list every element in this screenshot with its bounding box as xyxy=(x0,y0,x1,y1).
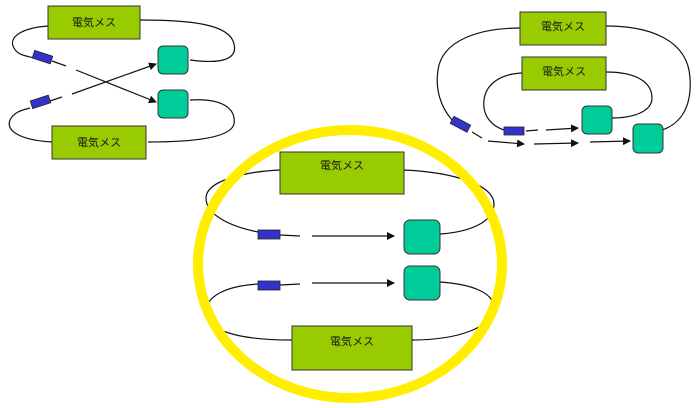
crossed-cables-configuration: 電気メス 電気メス xyxy=(8,5,236,160)
esu-box xyxy=(521,56,607,91)
cable-to-pad-arrow xyxy=(533,139,579,148)
cable xyxy=(49,96,63,102)
probe-icon xyxy=(31,49,54,65)
cable xyxy=(11,25,49,59)
cable xyxy=(436,27,521,123)
esu-label: 電気メス xyxy=(541,19,585,33)
cable xyxy=(205,169,281,233)
pad-icon xyxy=(581,105,613,135)
cable xyxy=(279,234,301,237)
esu-box xyxy=(291,325,413,371)
esu-box xyxy=(519,11,607,46)
esu-box xyxy=(279,151,405,195)
cable-to-pad-arrow xyxy=(487,139,525,148)
cable-to-pad-arrow xyxy=(589,137,631,146)
cable xyxy=(403,169,495,235)
cable-to-pad-arrow xyxy=(545,124,579,133)
cable xyxy=(8,107,53,143)
cable xyxy=(51,60,67,67)
highlight-ring xyxy=(193,125,507,403)
esu-box xyxy=(47,5,141,40)
probe-icon xyxy=(449,115,472,133)
probe-icon xyxy=(257,229,281,240)
cable xyxy=(525,129,539,132)
pad-icon xyxy=(157,45,189,75)
esu-label: 電気メス xyxy=(330,334,374,348)
cable xyxy=(605,25,691,131)
cable xyxy=(279,283,301,286)
cable xyxy=(139,19,236,63)
cable-to-pad-arrow xyxy=(71,62,157,95)
cable-to-pad-arrow xyxy=(75,69,157,104)
esu-label: 電気メス xyxy=(320,158,364,172)
esu-label: 電気メス xyxy=(72,15,116,29)
probe-icon xyxy=(29,94,52,110)
esu-box xyxy=(51,125,147,160)
cable xyxy=(483,72,523,131)
cable xyxy=(605,71,653,119)
esu-label: 電気メス xyxy=(77,135,121,149)
cable xyxy=(147,99,235,143)
pad-icon xyxy=(157,89,189,119)
nested-loops-configuration: 電気メス 電気メス xyxy=(436,11,691,154)
probe-icon xyxy=(257,280,281,291)
cable xyxy=(471,131,483,139)
pad-icon xyxy=(632,123,664,154)
separated-loops-configuration: 電気メス 電気メス xyxy=(193,125,507,403)
probe-icon xyxy=(503,126,525,136)
pad-icon xyxy=(403,265,441,301)
pad-icon xyxy=(403,219,441,255)
esu-label: 電気メス xyxy=(542,64,586,78)
